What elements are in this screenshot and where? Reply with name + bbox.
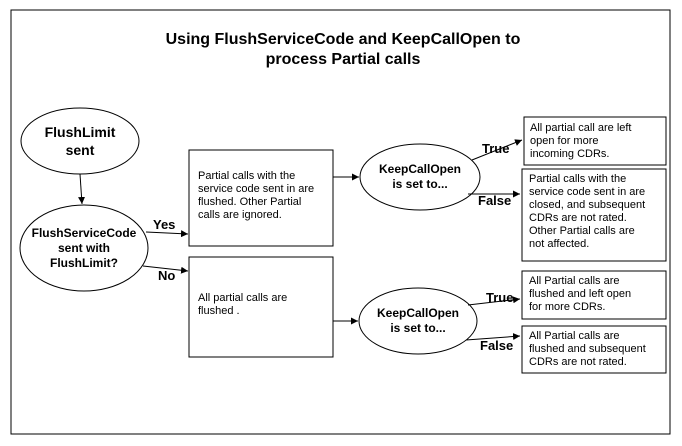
partial-service-code-box-line-4: calls are ignored. (198, 209, 282, 221)
edge-label-true-bottom: True (486, 290, 514, 305)
outcome-3-box: All Partial calls are flushed and left o… (529, 275, 665, 314)
flushservicecode-node-line-3: FlushLimit? (49, 255, 118, 270)
flushservicecode-node: FlushServiceCode sent with FlushLimit? (22, 224, 146, 272)
outcome-1-box-line-1: All partial call are left (530, 122, 632, 134)
all-partial-flushed-box-line-2: flushed . (198, 305, 240, 317)
outer-frame (10, 9, 671, 435)
outcome-3-box-line-2: flushed and left open (529, 288, 632, 300)
arrow-no (142, 265, 189, 274)
outcome-2-box-line-2: service code sent in are (529, 186, 646, 198)
outcome-1-box: All partial call are left open for more … (530, 122, 665, 161)
flushlimit-node-line-1: FlushLimit (44, 124, 116, 140)
outcome-2-box: Partial calls with the service code sent… (529, 173, 665, 251)
outcome-4-box-line-2: flushed and subsequent (529, 343, 646, 355)
outcome-2-box-line-4: CDRs are not rated. (529, 212, 627, 224)
outcome-2-box-shape (521, 168, 667, 262)
partial-service-code-box-shape (188, 149, 334, 247)
diagram-title-line-2: process Partial calls (265, 51, 421, 68)
outcome-3-box-shape (521, 270, 667, 320)
edge-label-false-top: False (478, 193, 512, 208)
outcome-2-box-line-3: closed, and subsequent (529, 199, 646, 211)
outcome-2-box-line-1: Partial calls with the (529, 173, 627, 185)
flushservicecode-node-shape (19, 204, 149, 292)
flushservicecode-node-line-1: FlushServiceCode (31, 225, 137, 240)
keepcallopen-bottom-node-shape (358, 287, 478, 355)
diagram-title-line-1: Using FlushServiceCode and KeepCallOpen … (165, 31, 521, 48)
outcome-4-box: All Partial calls are flushed and subseq… (529, 330, 665, 369)
arrow-true-bottom (467, 296, 521, 306)
flushservicecode-node-line-2: sent with (57, 240, 110, 255)
outcome-4-box-shape (521, 325, 667, 374)
edge-label-true-top: True (482, 141, 510, 156)
outcome-2-box-line-5: Other Partial calls are (529, 225, 635, 237)
outcome-4-box-line-3: CDRs are not rated. (529, 356, 627, 368)
partial-service-code-box-line-2: service code sent in are (198, 183, 315, 195)
arrow-yes (145, 230, 189, 238)
keepcallopen-top-node: KeepCallOpen is set to... (368, 160, 472, 194)
outcome-1-box-shape (523, 116, 667, 166)
keepcallopen-bottom-node-line-2: is set to... (390, 321, 446, 335)
keepcallopen-top-node-line-2: is set to... (392, 177, 448, 191)
arrow-true-top (471, 139, 523, 161)
edge-label-no: No (158, 268, 176, 283)
keepcallopen-top-node-line-1: KeepCallOpen (378, 162, 462, 176)
edge-label-false-bottom: False (480, 338, 514, 353)
all-partial-flushed-box-shape (188, 256, 334, 358)
keepcallopen-bottom-node-line-1: KeepCallOpen (376, 306, 460, 320)
edge-label-yes: Yes (153, 217, 176, 232)
partial-service-code-box-line-1: Partial calls with the (198, 170, 296, 182)
all-partial-flushed-box: All partial calls are flushed . (198, 292, 332, 318)
outcome-4-box-line-1: All Partial calls are (529, 330, 620, 342)
all-partial-flushed-box-line-1: All partial calls are (198, 292, 288, 304)
outcome-1-box-line-2: open for more (530, 135, 599, 147)
keepcallopen-top-node-shape (359, 143, 481, 211)
arrow-flushlimit-to-servicecode (78, 173, 86, 205)
flushlimit-node: FlushLimit sent (30, 118, 130, 164)
diagram-title: Using FlushServiceCode and KeepCallOpen … (120, 30, 566, 70)
outcome-3-box-line-1: All Partial calls are (529, 275, 620, 287)
outcome-1-box-line-3: incoming CDRs. (530, 148, 610, 160)
flushlimit-node-line-2: sent (65, 142, 95, 158)
partial-service-code-box-line-3: flushed. Other Partial (198, 196, 302, 208)
partial-service-code-box: Partial calls with the service code sent… (198, 170, 332, 222)
keepcallopen-bottom-node: KeepCallOpen is set to... (366, 304, 470, 338)
arrow-false-bottom (465, 333, 521, 341)
outcome-2-box-line-6: not affected. (529, 238, 590, 250)
outcome-3-box-line-3: for more CDRs. (529, 301, 606, 313)
